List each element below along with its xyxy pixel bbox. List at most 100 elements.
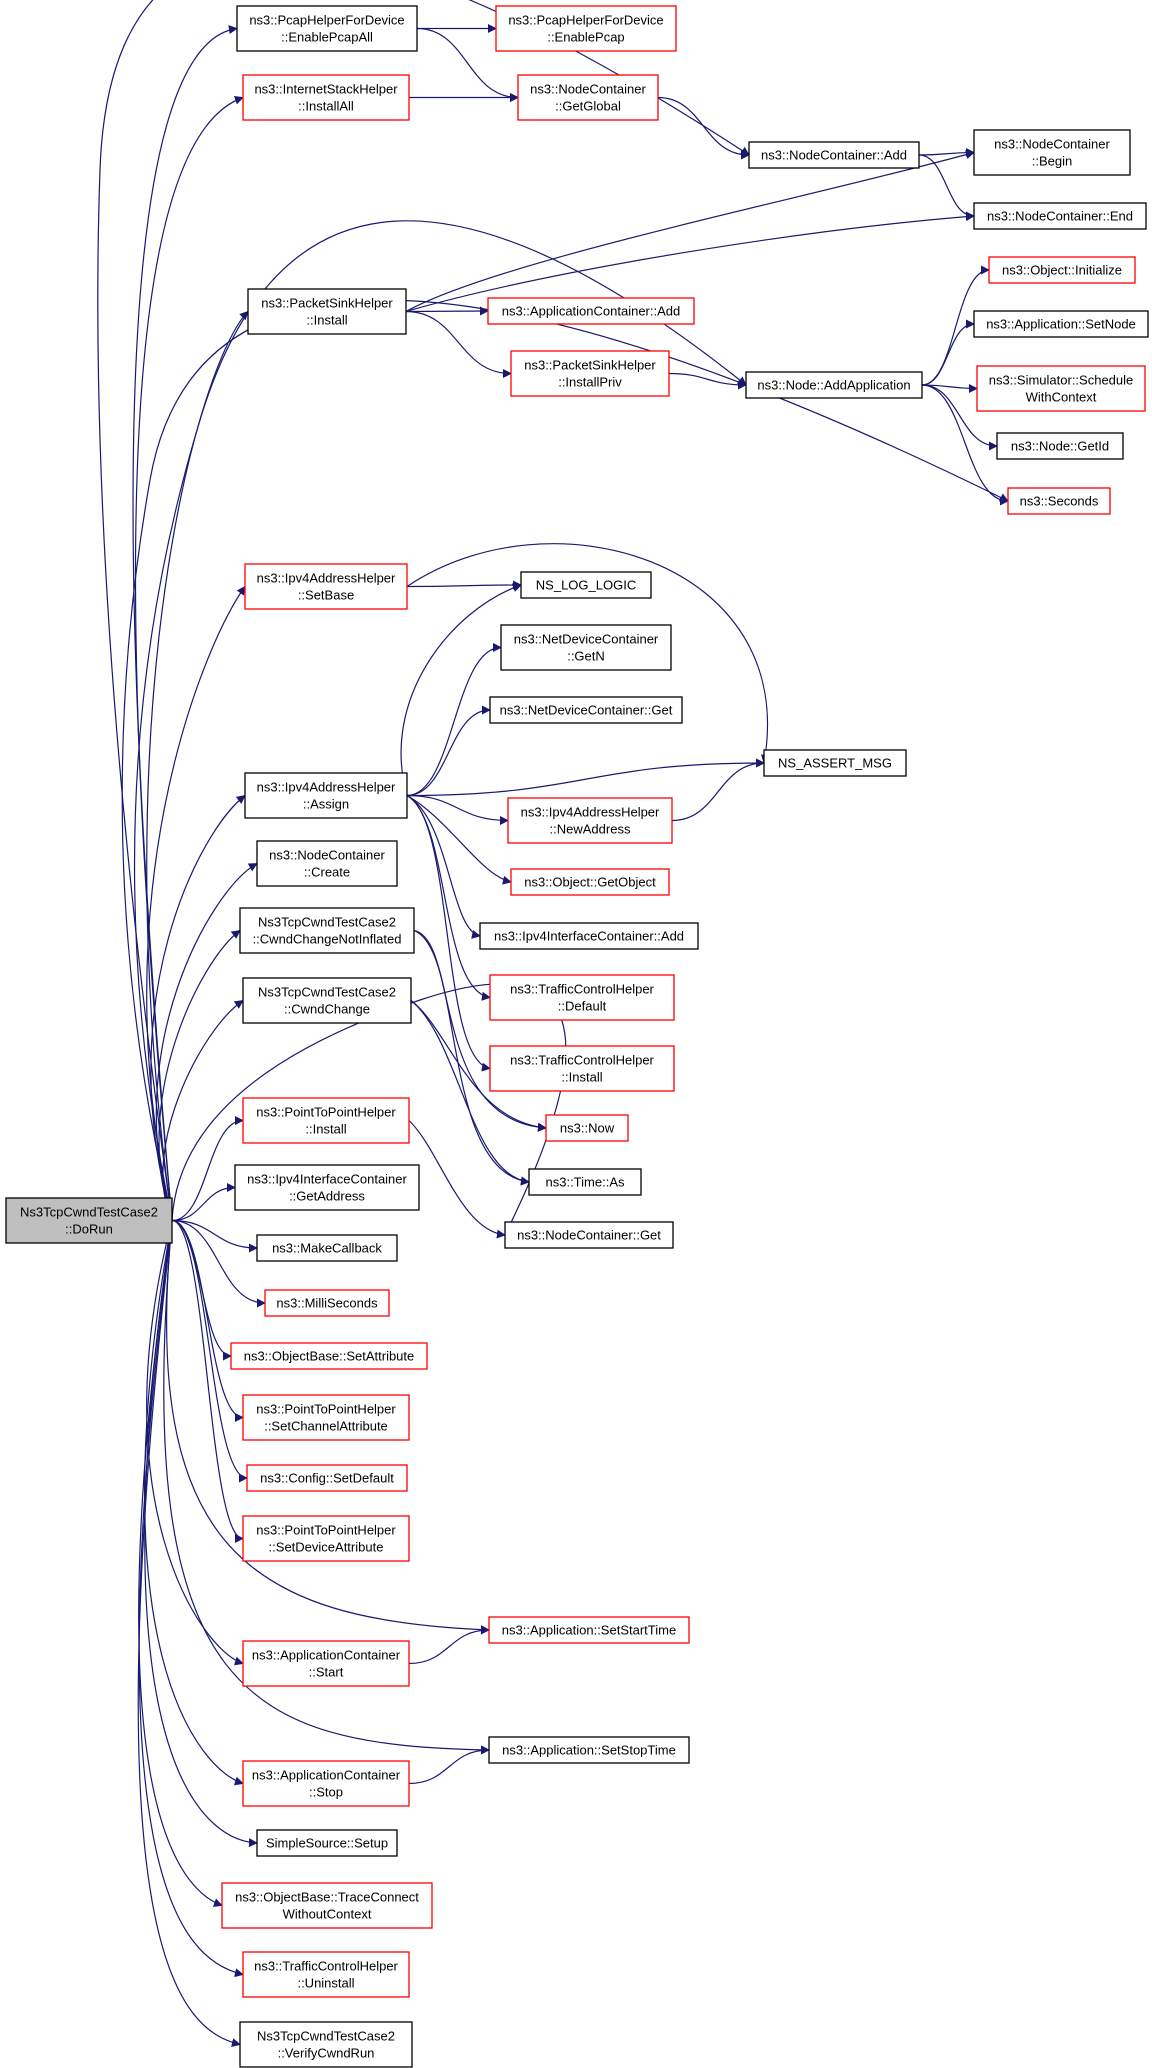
- node-label: ::Install: [561, 1070, 602, 1085]
- edge-ipv4_assign-to-tch_install: [406, 794, 491, 1072]
- edge-root-to-seconds: [121, 299, 1009, 1221]
- node-label: ns3::PcapHelperForDevice: [249, 13, 404, 28]
- node-label: ns3::MilliSeconds: [276, 1296, 378, 1311]
- node-ac_stop[interactable]: ns3::ApplicationContainer::Stop: [242, 1760, 410, 1807]
- edge-root-to-nc_add: [97, 0, 750, 1221]
- node-ac_add[interactable]: ns3::ApplicationContainer::Add: [487, 297, 695, 325]
- node-box: [242, 977, 412, 1024]
- node-nc_getglobal[interactable]: ns3::NodeContainer::GetGlobal: [517, 74, 659, 121]
- node-box: [479, 922, 699, 950]
- node-box: [973, 129, 1131, 176]
- node-p2p_install[interactable]: ns3::PointToPointHelper::Install: [242, 1097, 410, 1144]
- edge-root-to-milliseconds: [171, 1219, 266, 1308]
- node-box: [988, 256, 1136, 284]
- node-obj_getobject[interactable]: ns3::Object::GetObject: [510, 868, 670, 896]
- node-config_setdefault[interactable]: ns3::Config::SetDefault: [246, 1464, 408, 1492]
- node-label: ns3::Ipv4AddressHelper: [257, 571, 396, 586]
- node-inet_installall[interactable]: ns3::InternetStackHelper::InstallAll: [242, 74, 410, 121]
- node-ac_start[interactable]: ns3::ApplicationContainer::Start: [242, 1640, 410, 1687]
- node-label: ns3::PointToPointHelper: [256, 1402, 396, 1417]
- node-ob_traceconnect[interactable]: ns3::ObjectBase::TraceConnectWithoutCont…: [221, 1882, 433, 1929]
- node-label: ::Begin: [1032, 154, 1072, 169]
- edge-ps_install-to-nc_begin: [405, 150, 975, 313]
- node-label: ::InstallPriv: [558, 375, 622, 390]
- node-label: ns3::Ipv4AddressHelper: [521, 805, 660, 820]
- node-box: [517, 74, 659, 121]
- node-box: [500, 624, 672, 671]
- node-label: NS_LOG_LOGIC: [536, 578, 636, 593]
- node-box: [234, 1164, 420, 1211]
- node-label: ::SetBase: [298, 588, 354, 603]
- node-ipv4_newaddr[interactable]: ns3::Ipv4AddressHelper::NewAddress: [507, 797, 673, 844]
- node-label: ns3::NodeContainer: [530, 82, 646, 97]
- edge-cwnd_notinflated-to-now: [413, 929, 547, 1132]
- node-seconds[interactable]: ns3::Seconds: [1007, 487, 1111, 515]
- node-label: ::Start: [309, 1665, 344, 1680]
- edge-ipv4_assign-to-ns_assert_msg: [406, 758, 765, 797]
- node-app_setnode: ns3::Application::SetNode: [973, 310, 1149, 338]
- node-box: [976, 365, 1146, 412]
- node-tch_install[interactable]: ns3::TrafficControlHelper::Install: [489, 1045, 675, 1092]
- node-box: [230, 1342, 428, 1370]
- edge-node_addapp-to-app_setnode: [921, 319, 975, 386]
- node-label: ::EnablePcapAll: [281, 30, 373, 45]
- node-label: NS_ASSERT_MSG: [778, 756, 892, 771]
- node-label: ns3::NetDeviceContainer::Get: [500, 703, 673, 718]
- edge-cwnd_change-to-time_as: [410, 1000, 530, 1186]
- node-label: ns3::Simulator::Schedule: [989, 373, 1134, 388]
- node-label: ::SetChannelAttribute: [264, 1419, 388, 1434]
- node-label: ns3::NodeContainer: [269, 848, 385, 863]
- edge-ipv4_assign-to-ndc_get: [406, 705, 491, 797]
- edge-root-to-config_setdefault: [171, 1219, 248, 1483]
- node-label: Ns3TcpCwndTestCase2: [258, 915, 396, 930]
- edge-pcap_all-to-nc_getglobal: [416, 27, 519, 102]
- node-ps_installpriv[interactable]: ns3::PacketSinkHelper::InstallPriv: [510, 350, 670, 397]
- node-app_setstart[interactable]: ns3::Application::SetStartTime: [488, 1616, 690, 1644]
- node-tch_uninstall[interactable]: ns3::TrafficControlHelper::Uninstall: [242, 1951, 410, 1998]
- node-label: ::DoRun: [65, 1222, 113, 1237]
- edge-ipv4_assign-to-tch_default: [406, 794, 491, 1001]
- edge-root-to-app_setstop: [163, 1220, 490, 1755]
- edge-root-to-makecallback: [171, 1219, 258, 1253]
- node-app_setstop: ns3::Application::SetStopTime: [488, 1736, 690, 1764]
- edge-root-to-simplesource_setup: [144, 1220, 258, 1848]
- node-box: [244, 563, 408, 610]
- node-label: ns3::Node::AddApplication: [757, 378, 910, 393]
- node-tch_default[interactable]: ns3::TrafficControlHelper::Default: [489, 974, 675, 1021]
- node-label: ::GetGlobal: [555, 99, 621, 114]
- node-nc_add: ns3::NodeContainer::Add: [748, 141, 920, 169]
- node-box: [545, 1114, 629, 1142]
- node-label: ns3::TrafficControlHelper: [254, 1959, 398, 1974]
- node-label: ns3::ApplicationContainer::Add: [502, 304, 681, 319]
- edge-ipv4_newaddr-to-ns_assert_msg: [671, 758, 765, 822]
- node-box: [242, 1760, 410, 1807]
- node-p2p_setdev[interactable]: ns3::PointToPointHelper::SetDeviceAttrib…: [242, 1515, 410, 1562]
- node-box: [748, 141, 920, 169]
- node-box: [242, 1394, 410, 1441]
- node-ipv4_setbase[interactable]: ns3::Ipv4AddressHelper::SetBase: [244, 563, 408, 610]
- node-milliseconds[interactable]: ns3::MilliSeconds: [264, 1289, 390, 1317]
- node-p2p_setchan[interactable]: ns3::PointToPointHelper::SetChannelAttri…: [242, 1394, 410, 1441]
- node-label: ::Assign: [303, 797, 349, 812]
- node-root: Ns3TcpCwndTestCase2::DoRun: [5, 1197, 173, 1244]
- nodes-layer: Ns3TcpCwndTestCase2::DoRun ns3::PcapHelpe…: [5, 5, 1149, 2068]
- edge-root-to-tch_uninstall: [138, 1220, 244, 1978]
- node-label: ns3::ObjectBase::TraceConnect: [235, 1890, 419, 1905]
- node-box: [488, 1616, 690, 1644]
- node-box: [973, 310, 1149, 338]
- node-pcap[interactable]: ns3::PcapHelperForDevice::EnablePcap: [495, 5, 677, 52]
- node-box: [244, 772, 408, 819]
- node-label: ns3::Seconds: [1020, 494, 1099, 509]
- node-ns_assert_msg: NS_ASSERT_MSG: [763, 749, 907, 777]
- node-now[interactable]: ns3::Now: [545, 1114, 629, 1142]
- node-label: SimpleSource::Setup: [266, 1836, 388, 1851]
- node-label: ns3::PacketSinkHelper: [261, 296, 393, 311]
- node-label: ns3::NodeContainer::End: [987, 209, 1133, 224]
- node-verify_cwnd: Ns3TcpCwndTestCase2::VerifyCwndRun: [239, 2021, 413, 2068]
- node-label: ns3::MakeCallback: [272, 1241, 382, 1256]
- node-obj_init[interactable]: ns3::Object::Initialize: [988, 256, 1136, 284]
- node-nc_begin: ns3::NodeContainer::Begin: [973, 129, 1131, 176]
- node-label: ns3::Ipv4InterfaceContainer: [247, 1172, 407, 1187]
- node-ob_setattr[interactable]: ns3::ObjectBase::SetAttribute: [230, 1342, 428, 1370]
